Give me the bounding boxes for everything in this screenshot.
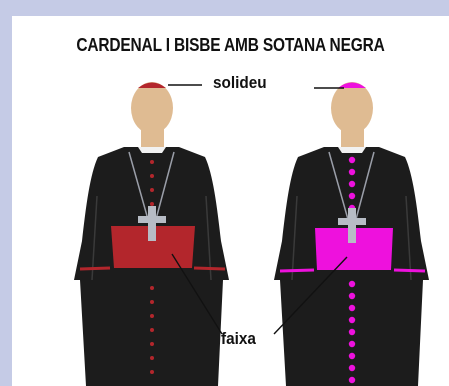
cardinal-head: [131, 82, 173, 134]
bishop-head: [331, 82, 373, 134]
skullcap-label: solideu: [213, 73, 267, 92]
sash-leader-right: [273, 256, 348, 335]
bishop-sash: [315, 228, 393, 270]
bishop-skullcap: [338, 82, 366, 88]
illustration-panel: CARDENAL I BISBE AMB SOTANA NEGRA: [12, 16, 449, 386]
bishop-buttons: [348, 156, 356, 384]
diagram-title: CARDENAL I BISBE AMB SOTANA NEGRA: [76, 35, 385, 55]
cardinal-skullcap: [138, 82, 166, 88]
cardinal-figure: [74, 82, 229, 386]
sash-label: faixa: [221, 329, 256, 348]
sash-leader-left: [171, 253, 223, 335]
cardinal-pectoral-cross: [138, 206, 166, 241]
bishop-pectoral-cross: [338, 208, 366, 243]
leader-lines: [168, 84, 348, 335]
vestments-figure: [74, 82, 429, 386]
bishop-figure: [274, 82, 429, 386]
